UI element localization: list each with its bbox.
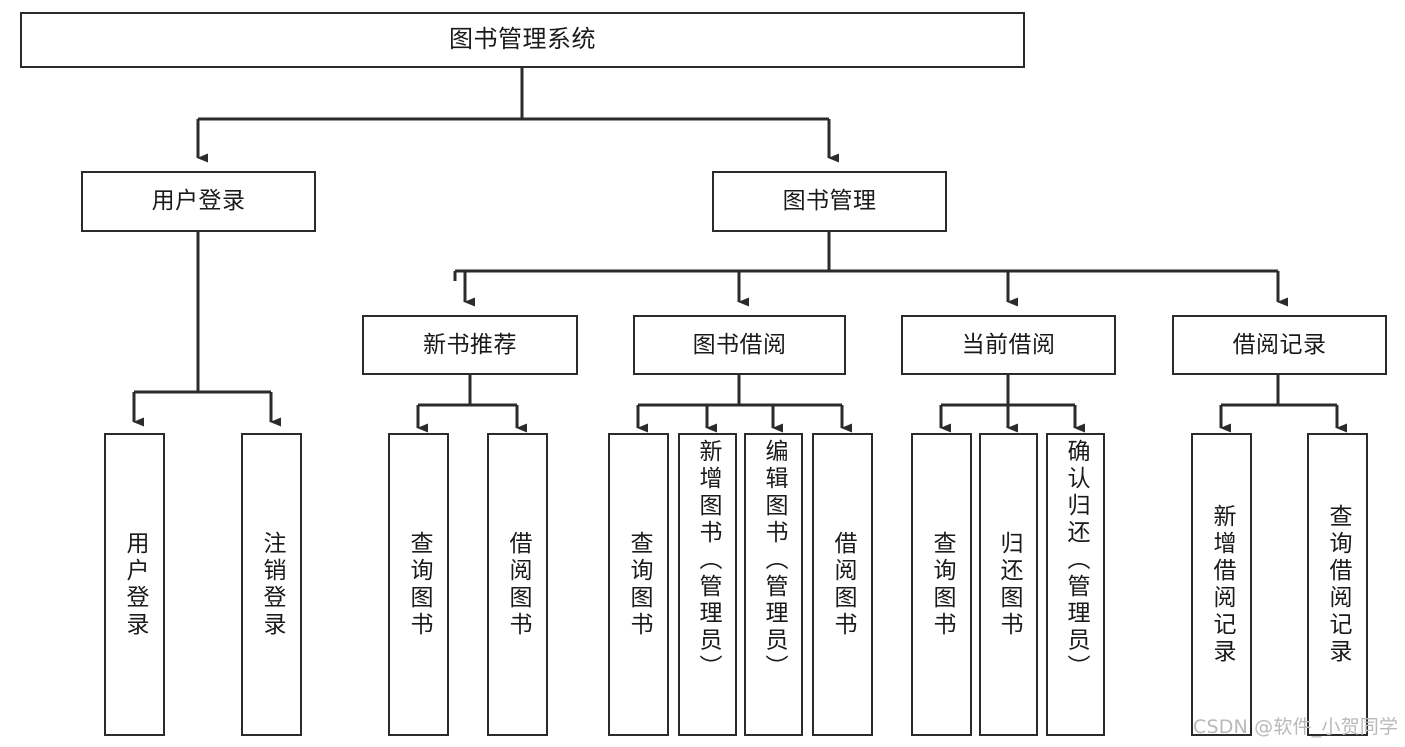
leaf-add-borrow-record[interactable]: 新增借阅记录 <box>1191 433 1252 736</box>
node-label: 借阅图书 <box>505 530 531 639</box>
node-root-system[interactable]: 图书管理系统 <box>20 12 1025 68</box>
leaf-query-borrow-record[interactable]: 查询借阅记录 <box>1307 433 1368 736</box>
leaf-confirm-return-admin[interactable]: 确认归还（管理员） <box>1046 433 1105 736</box>
node-label: 用户登录 <box>151 188 246 215</box>
node-label: 当前借阅 <box>961 331 1056 358</box>
node-book-manage[interactable]: 图书管理 <box>712 171 947 232</box>
node-current-borrow[interactable]: 当前借阅 <box>901 315 1116 375</box>
node-borrow-record[interactable]: 借阅记录 <box>1172 315 1387 375</box>
leaf-query-book-current[interactable]: 查询图书 <box>911 433 972 736</box>
node-label: 借阅记录 <box>1232 331 1327 358</box>
node-label: 新增图书（管理员） <box>695 439 721 682</box>
leaf-edit-book-admin[interactable]: 编辑图书（管理员） <box>744 433 803 736</box>
node-label: 查询图书 <box>929 530 955 639</box>
leaf-add-book-admin[interactable]: 新增图书（管理员） <box>678 433 737 736</box>
node-label: 新增借阅记录 <box>1209 503 1235 666</box>
node-label: 查询图书 <box>406 530 432 639</box>
node-label: 图书借阅 <box>692 331 787 358</box>
node-label: 编辑图书（管理员） <box>761 439 787 682</box>
node-label: 查询借阅记录 <box>1325 503 1351 666</box>
leaf-user-login[interactable]: 用户登录 <box>104 433 165 736</box>
node-new-book-recommend[interactable]: 新书推荐 <box>362 315 578 375</box>
leaf-logout-login[interactable]: 注销登录 <box>241 433 302 736</box>
leaf-query-book-recommend[interactable]: 查询图书 <box>388 433 449 736</box>
csdn-watermark: CSDN @软件_小贺同学 <box>1193 716 1399 738</box>
leaf-return-book[interactable]: 归还图书 <box>979 433 1038 736</box>
node-label: 确认归还（管理员） <box>1063 439 1089 682</box>
node-label: 归还图书 <box>996 530 1022 639</box>
leaf-query-book-borrow[interactable]: 查询图书 <box>608 433 669 736</box>
node-label: 图书管理系统 <box>449 25 596 54</box>
node-label: 查询图书 <box>626 530 652 639</box>
node-user-login[interactable]: 用户登录 <box>81 171 316 232</box>
node-label: 注销登录 <box>259 530 285 639</box>
leaf-borrow-book-borrow[interactable]: 借阅图书 <box>812 433 873 736</box>
node-label: 借阅图书 <box>830 530 856 639</box>
node-label: 用户登录 <box>122 530 148 639</box>
node-book-borrow[interactable]: 图书借阅 <box>633 315 846 375</box>
node-label: 图书管理 <box>782 188 877 215</box>
node-label: 新书推荐 <box>423 331 517 358</box>
leaf-borrow-book-recommend[interactable]: 借阅图书 <box>487 433 548 736</box>
